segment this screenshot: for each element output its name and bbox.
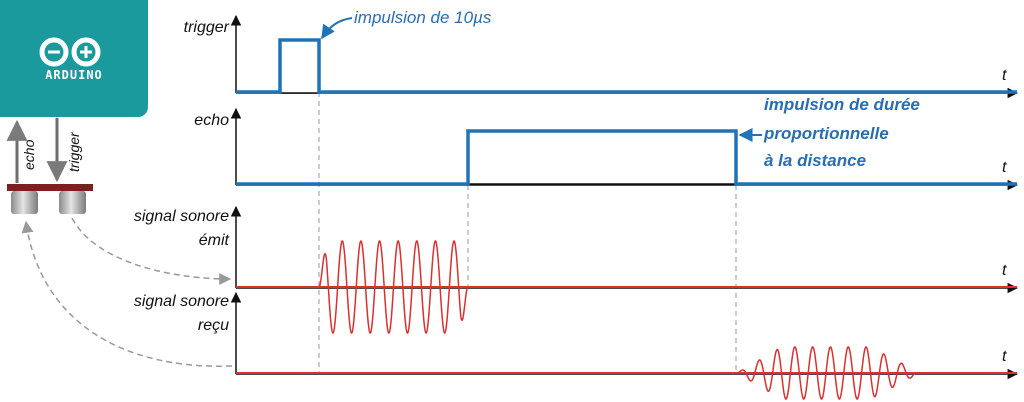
echo-signal-label: echo	[194, 112, 229, 129]
trigger-pin-label: trigger	[66, 131, 82, 172]
pulse-annotation-text: impulsion de 10µs	[354, 8, 492, 27]
trigger-pulse-fill	[279, 39, 320, 94]
received-t-label: t	[1002, 348, 1007, 365]
arduino-logo-icon	[39, 37, 101, 67]
echo-annotation-line1: impulsion de durée	[764, 95, 920, 114]
emitted-signal-label-line2: émit	[199, 232, 230, 249]
arduino-board: ARDUINO	[0, 0, 148, 117]
time-guides	[318, 92, 737, 373]
received-signal-label-line2: reçu	[198, 317, 229, 334]
emitted-signal-label-line1: signal sonore	[134, 208, 229, 225]
emitted-sound-wave	[318, 240, 469, 334]
sensor-emitter-cylinder	[59, 191, 86, 214]
echo-annotation-line2: proportionnelle	[763, 124, 889, 143]
sensor-receiver-cylinder	[11, 191, 38, 214]
trigger-t-label: t	[1002, 67, 1007, 84]
pulse-annotation-arrow	[321, 17, 353, 40]
ultrasonic-sensor	[7, 184, 93, 214]
emitted-t-label: t	[1002, 262, 1007, 279]
echo-annotation-line3: à la distance	[764, 151, 866, 170]
echo-pulse-fill	[467, 130, 737, 185]
emit-wave-arrow	[71, 217, 232, 285]
arduino-brand-label: ARDUINO	[45, 68, 103, 82]
received-sound-wave	[736, 346, 916, 400]
receive-wave-arrow	[21, 220, 233, 367]
sensor-bar	[7, 184, 93, 191]
trigger-signal-label: trigger	[184, 19, 230, 36]
trigger-pulse	[236, 38, 1017, 94]
echo-pulse	[236, 129, 1017, 186]
echo-t-label: t	[1002, 159, 1007, 176]
received-signal-label-line1: signal sonore	[134, 293, 229, 310]
echo-pin-label: echo	[21, 139, 37, 170]
